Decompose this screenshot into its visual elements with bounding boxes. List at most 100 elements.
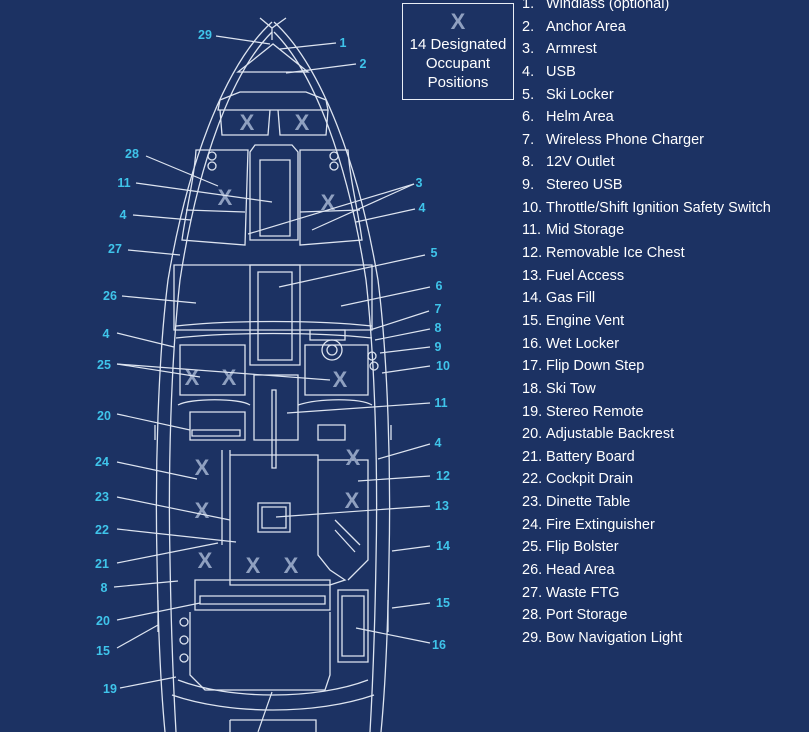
callout-number: 29 xyxy=(198,28,212,42)
callout-number: 11 xyxy=(117,176,130,190)
parts-list-item: 20.Adjustable Backrest xyxy=(522,426,807,444)
part-number: 27. xyxy=(522,584,543,601)
callout-number: 11 xyxy=(434,396,447,410)
parts-list-item: 1.Windlass (optional) xyxy=(522,0,807,14)
callout-numbers: 29 1 2 28 11 3 4 4 27 5 26 6 7 4 8 9 25 … xyxy=(95,28,450,696)
part-number: 29. xyxy=(522,629,543,646)
parts-list-item: 17.Flip Down Step xyxy=(522,358,807,376)
part-label: Ski Tow xyxy=(546,380,596,397)
part-number: 9. xyxy=(522,177,535,194)
part-label: Windlass (optional) xyxy=(546,0,670,12)
parts-list-item: 16.Wet Locker xyxy=(522,336,807,354)
occupant-markers: X X X X X X X X X X X X X X xyxy=(185,110,361,578)
occupant-marker: X xyxy=(218,185,233,210)
callout-number: 4 xyxy=(435,436,442,450)
parts-list-item: 19.Stereo Remote xyxy=(522,404,807,422)
part-number: 20. xyxy=(522,426,543,443)
parts-list-item: 10.Throttle/Shift Ignition Safety Switch xyxy=(522,200,807,218)
parts-list-item: 8. 12V Outlet xyxy=(522,154,807,172)
part-number: 28. xyxy=(522,607,543,624)
part-label: Bow Navigation Light xyxy=(546,629,683,646)
part-label: Port Storage xyxy=(546,607,628,624)
part-label: Removable Ice Chest xyxy=(546,245,685,262)
callout-number: 19 xyxy=(103,682,117,696)
parts-list-item: 12.Removable Ice Chest xyxy=(522,245,807,263)
callout-number: 26 xyxy=(103,289,117,303)
part-number: 8. xyxy=(522,154,535,171)
part-number: 26. xyxy=(522,562,543,579)
callout-number: 20 xyxy=(96,614,110,628)
callout-number: 2 xyxy=(360,57,367,71)
parts-list-item: 14.Gas Fill xyxy=(522,290,807,308)
callout-number: 23 xyxy=(95,490,109,504)
part-label: Helm Area xyxy=(546,109,614,126)
occupant-marker: X xyxy=(195,498,210,523)
part-number: 23. xyxy=(522,494,543,511)
part-number: 2. xyxy=(522,18,535,35)
part-label: Ski Locker xyxy=(546,86,614,103)
callout-number: 27 xyxy=(108,242,122,256)
part-label: Armrest xyxy=(546,41,597,58)
part-label: Fire Extinguisher xyxy=(546,516,655,533)
callout-number: 14 xyxy=(436,539,450,553)
callout-number: 25 xyxy=(97,358,111,372)
callout-number: 4 xyxy=(103,327,110,341)
parts-list-item: 15.Engine Vent xyxy=(522,313,807,331)
callout-number: 12 xyxy=(436,469,450,483)
part-label: Throttle/Shift Ignition Safety Switch xyxy=(546,199,771,216)
parts-list-item: 29.Bow Navigation Light xyxy=(522,630,807,648)
parts-list-item: 25.Flip Bolster xyxy=(522,539,807,557)
part-number: 15. xyxy=(522,312,543,329)
part-number: 24. xyxy=(522,516,543,533)
part-label: 12V Outlet xyxy=(546,154,615,171)
callout-number: 13 xyxy=(435,499,449,513)
callout-number: 5 xyxy=(431,246,438,260)
parts-list-item: 5. Ski Locker xyxy=(522,87,807,105)
parts-list-item: 26.Head Area xyxy=(522,562,807,580)
occupant-marker: X xyxy=(284,553,299,578)
occupant-marker: X xyxy=(240,110,255,135)
parts-list-item: 6. Helm Area xyxy=(522,109,807,127)
occupant-legend: X 14 Designated Occupant Positions xyxy=(402,3,514,100)
parts-list-item: 21.Battery Board xyxy=(522,449,807,467)
hull-outline xyxy=(154,17,392,732)
parts-list-item: 24.Fire Extinguisher xyxy=(522,517,807,535)
part-label: Flip Bolster xyxy=(546,539,619,556)
parts-list-item: 4.USB xyxy=(522,64,807,82)
part-number: 17. xyxy=(522,358,543,375)
part-number: 25. xyxy=(522,539,543,556)
part-number: 5. xyxy=(522,86,535,103)
part-label: Stereo Remote xyxy=(546,403,644,420)
part-number: 21. xyxy=(522,448,543,465)
part-label: Stereo USB xyxy=(546,177,623,194)
callout-number: 4 xyxy=(120,208,127,222)
part-label: Dinette Table xyxy=(546,494,631,511)
parts-list-item: 28.Port Storage xyxy=(522,607,807,625)
parts-list-item: 2.Anchor Area xyxy=(522,19,807,37)
part-label: Adjustable Backrest xyxy=(546,426,675,443)
part-label: Gas Fill xyxy=(546,290,596,307)
part-number: 14. xyxy=(522,290,543,307)
callout-number: 22 xyxy=(95,523,109,537)
part-number: 22. xyxy=(522,471,543,488)
part-number: 7. xyxy=(522,131,535,148)
occupant-marker: X xyxy=(333,367,348,392)
part-label: Mid Storage xyxy=(546,222,625,239)
occupant-legend-text: 14 Designated Occupant Positions xyxy=(409,36,507,91)
callout-number: 8 xyxy=(435,321,442,335)
occupant-marker: X xyxy=(345,488,360,513)
part-label: Fuel Access xyxy=(546,267,625,284)
part-number: 11. xyxy=(522,222,542,239)
callout-number: 15 xyxy=(436,596,450,610)
part-number: 19. xyxy=(522,403,543,420)
part-label: Wireless Phone Charger xyxy=(546,131,704,148)
callout-leaders xyxy=(113,35,431,732)
part-number: 6. xyxy=(522,109,535,126)
parts-list-item: 9. Stereo USB xyxy=(522,177,807,195)
occupant-marker: X xyxy=(246,553,261,578)
callout-number: 4 xyxy=(419,201,426,215)
parts-list-item: 27.Waste FTG xyxy=(522,585,807,603)
occupant-marker: X xyxy=(222,365,237,390)
callout-number: 15 xyxy=(96,644,110,658)
part-label: Waste FTG xyxy=(546,584,620,601)
